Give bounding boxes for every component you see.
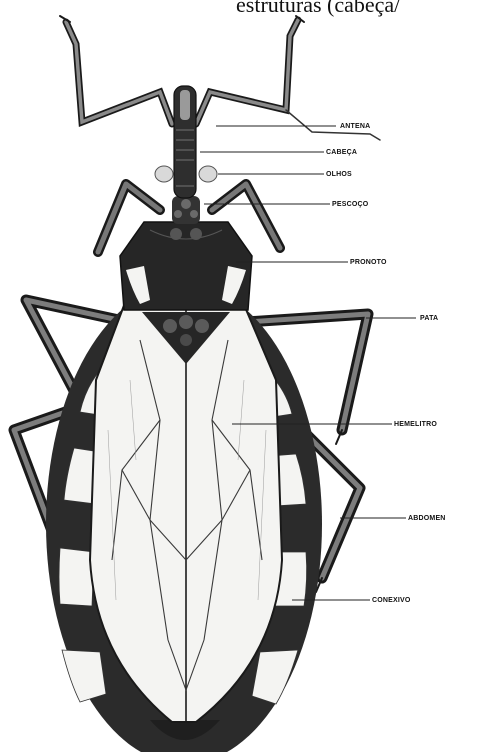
label-pescoco: PESCOÇO xyxy=(332,201,369,208)
label-antena: ANTENA xyxy=(340,123,370,130)
neck xyxy=(172,196,200,224)
antennae xyxy=(60,16,380,140)
label-cabeca: CABEÇA xyxy=(326,149,357,156)
label-hemelitro: HEMELITRO xyxy=(394,421,437,428)
left-eye xyxy=(155,166,173,182)
label-olhos: OLHOS xyxy=(326,171,352,178)
label-abdomen: ABDOMEN xyxy=(408,515,446,522)
label-pata: PATA xyxy=(420,315,438,322)
label-conexivo: CONEXIVO xyxy=(372,597,411,604)
pronotum xyxy=(120,222,252,310)
label-pronoto: PRONOTO xyxy=(350,259,387,266)
right-eye xyxy=(199,166,217,182)
